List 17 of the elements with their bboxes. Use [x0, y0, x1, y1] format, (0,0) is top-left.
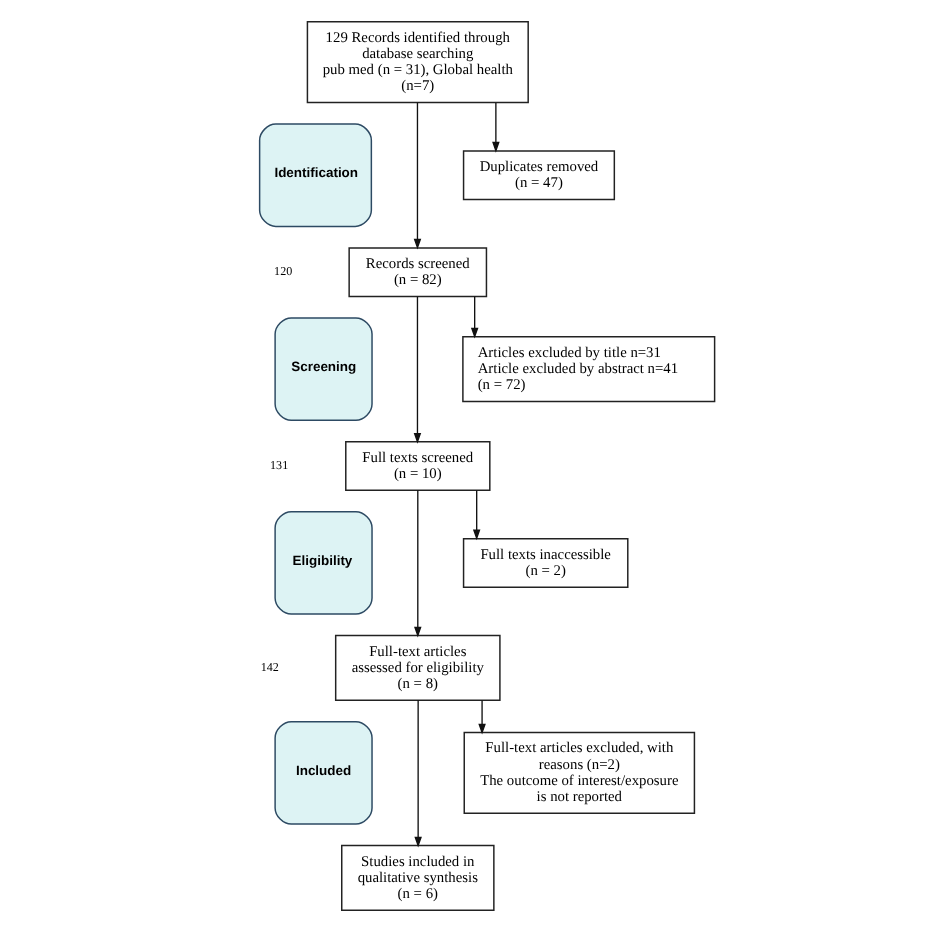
arrow: [478, 699, 486, 735]
node-box: Records screened (n = 82): [348, 247, 488, 298]
arrow: [413, 102, 422, 250]
node-box: Full-text articles excluded, with reasons (n=2) The outcome of interest/exposure is not reported: [463, 731, 696, 815]
node-box: 129 Records identified through database searching pub med (n = 31), Global health (n=7): [306, 21, 529, 104]
arrow: [414, 489, 422, 638]
arrow: [413, 296, 422, 444]
node-box: Full-text articles assessed for eligibility (n = 8): [334, 634, 501, 701]
arrow: [414, 699, 422, 848]
arrow: [470, 295, 479, 339]
arrow: [492, 102, 500, 153]
node-box: Duplicates removed (n = 47): [462, 150, 616, 201]
arrow: [472, 489, 481, 541]
node-box: Studies included in qualitative synthesis (n = 6): [341, 844, 495, 911]
node-box: Articles excluded by title n=31 Article excluded by abstract n=41 (n = 72): [462, 336, 716, 403]
node-box: Full texts inaccessible (n = 2): [462, 537, 629, 588]
node-box: Full texts screened (n = 10): [345, 441, 491, 491]
